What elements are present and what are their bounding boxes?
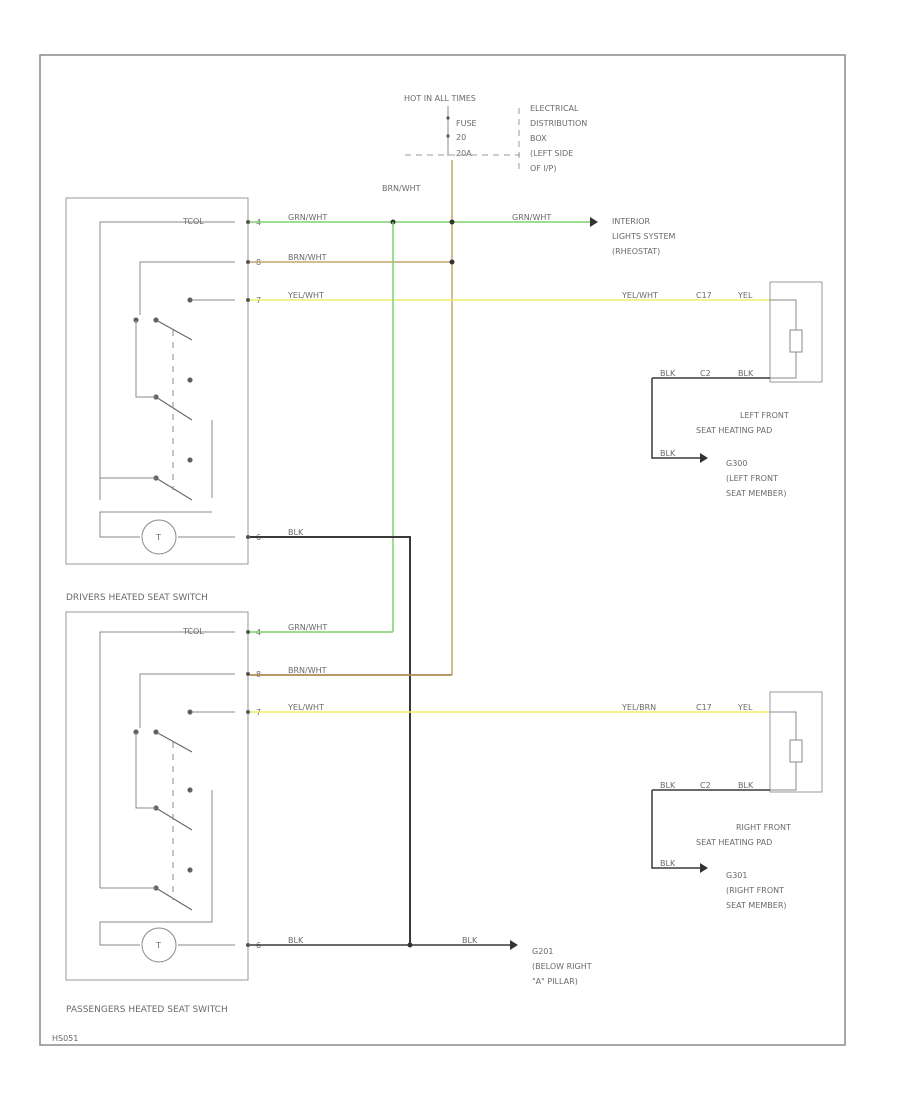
wire-label-blk-rp3: BLK xyxy=(660,859,676,868)
wire-label-yel-3: YEL xyxy=(737,291,753,300)
wire-label-grn-1: GRN/WHT xyxy=(288,213,327,222)
ground-icon-g300 xyxy=(700,453,708,463)
fuse-terminal-top xyxy=(446,116,450,120)
dist-box-label-5: OF I/P) xyxy=(530,164,556,173)
conn-label-a-1: C17 xyxy=(696,291,712,300)
g300-label-2: (LEFT FRONT xyxy=(726,474,778,483)
g300-label-3: SEAT MEMBER) xyxy=(726,489,787,498)
interior-arrow xyxy=(590,217,598,227)
driver-tcol-label: TCOL xyxy=(182,217,204,226)
wire-label-brn-2: BRN/WHT xyxy=(288,666,327,675)
right-pad-label-1: RIGHT FRONT xyxy=(736,823,791,832)
ground-icon-g301 xyxy=(700,863,708,873)
driver-tcol-path xyxy=(99,221,235,500)
driver-path-8 xyxy=(139,261,235,315)
splice-brown xyxy=(449,259,455,265)
fuse-terminal-mid xyxy=(446,134,450,138)
wire-label-brn-1: BRN/WHT xyxy=(288,253,327,262)
wire-label-yel-5: YEL/BRN xyxy=(621,703,656,712)
right-pad-box xyxy=(769,691,823,793)
passenger-lamp-loop xyxy=(99,910,213,946)
passenger-tcol-label: TCOL xyxy=(182,627,204,636)
driver-switch-label: DRIVERS HEATED SEAT SWITCH xyxy=(66,593,208,603)
passenger-lamp-t: T xyxy=(155,941,161,950)
wire-label-blk-3: BLK xyxy=(462,936,478,945)
passenger-switch-box xyxy=(65,611,249,981)
wire-label-blk-rp2: BLK xyxy=(738,781,754,790)
g301-label-1: G301 xyxy=(726,871,747,880)
hot-label: HOT IN ALL TIMES xyxy=(404,94,476,103)
passenger-indicator-lamp xyxy=(141,927,177,963)
dist-box-label-1: ELECTRICAL xyxy=(530,104,579,113)
fuse-label-3: 20A xyxy=(456,149,472,158)
splice-tan-top xyxy=(449,219,455,225)
left-pad-heater xyxy=(789,329,803,353)
wire-label-blk-lp3: BLK xyxy=(660,449,676,458)
left-pad-label-2: SEAT HEATING PAD xyxy=(696,426,772,435)
driver-lamp-loop xyxy=(99,511,212,538)
g201-label-1: G201 xyxy=(532,947,553,956)
dist-box-label-3: BOX xyxy=(530,134,547,143)
wire-label-yel-6: YEL xyxy=(737,703,753,712)
driver-connector-terminals xyxy=(246,220,250,539)
left-pad-box xyxy=(769,281,823,383)
wire-label-yel-1: YEL/WHT xyxy=(287,291,324,300)
g201-label-3: "A" PILLAR) xyxy=(532,977,578,986)
conn-label-b-2: C2 xyxy=(700,781,711,790)
wire-label-grn-2: GRN/WHT xyxy=(512,213,551,222)
driver-switch-box xyxy=(65,197,249,565)
passenger-switch-label: PASSENGERS HEATED SEAT SWITCH xyxy=(66,1005,228,1015)
wire-label-blk-lp1: BLK xyxy=(660,369,676,378)
passenger-path-8 xyxy=(139,673,235,728)
driver-lamp-t: T xyxy=(155,533,161,542)
passenger-switch-contacts xyxy=(133,709,193,911)
g300-label-1: G300 xyxy=(726,459,747,468)
passenger-connector-terminals xyxy=(246,630,250,947)
driver-path-left xyxy=(135,320,156,398)
interior-label-2: LIGHTS SYSTEM xyxy=(612,232,676,241)
fuse-label-1: FUSE xyxy=(456,119,477,128)
g301-label-3: SEAT MEMBER) xyxy=(726,901,787,910)
g301-label-2: (RIGHT FRONT xyxy=(726,886,784,895)
wire-label-top: BRN/WHT xyxy=(382,184,421,193)
wire-label-yel-4: YEL/WHT xyxy=(287,703,324,712)
wire-label-yel-2: YEL/WHT xyxy=(621,291,658,300)
wire-label-blk-2: BLK xyxy=(288,936,304,945)
ground-icon-g201 xyxy=(510,940,518,950)
driver-indicator-lamp xyxy=(141,519,177,555)
diagram-frame xyxy=(39,54,846,1046)
dist-box-label-4: (LEFT SIDE xyxy=(530,149,573,158)
g201-label-2: (BELOW RIGHT xyxy=(532,962,592,971)
interior-label-1: INTERIOR xyxy=(612,217,651,226)
fuse-label-2: 20 xyxy=(456,133,466,142)
dist-box-label-2: DISTRIBUTION xyxy=(530,119,587,128)
wire-label-grn-3: GRN/WHT xyxy=(288,623,327,632)
splice-black xyxy=(407,942,413,948)
footer-code: HS051 xyxy=(52,1034,78,1043)
interior-label-3: (RHEOSTAT) xyxy=(612,247,660,256)
passenger-tcol-path xyxy=(99,631,235,888)
conn-label-b-1: C2 xyxy=(700,369,711,378)
wire-label-blk-lp2: BLK xyxy=(738,369,754,378)
conn-label-a-2: C17 xyxy=(696,703,712,712)
driver-switch-contacts xyxy=(133,297,193,501)
wire-blk-left-ground xyxy=(651,378,700,459)
wire-label-blk-rp1: BLK xyxy=(660,781,676,790)
right-pad-label-2: SEAT HEATING PAD xyxy=(696,838,772,847)
passenger-path-left xyxy=(135,732,156,809)
left-pad-label-1: LEFT FRONT xyxy=(740,411,789,420)
wire-black-driver xyxy=(250,536,411,945)
right-pad-heater xyxy=(789,739,803,763)
wire-blk-right-ground xyxy=(651,790,700,869)
wire-label-blk-1: BLK xyxy=(288,528,304,537)
